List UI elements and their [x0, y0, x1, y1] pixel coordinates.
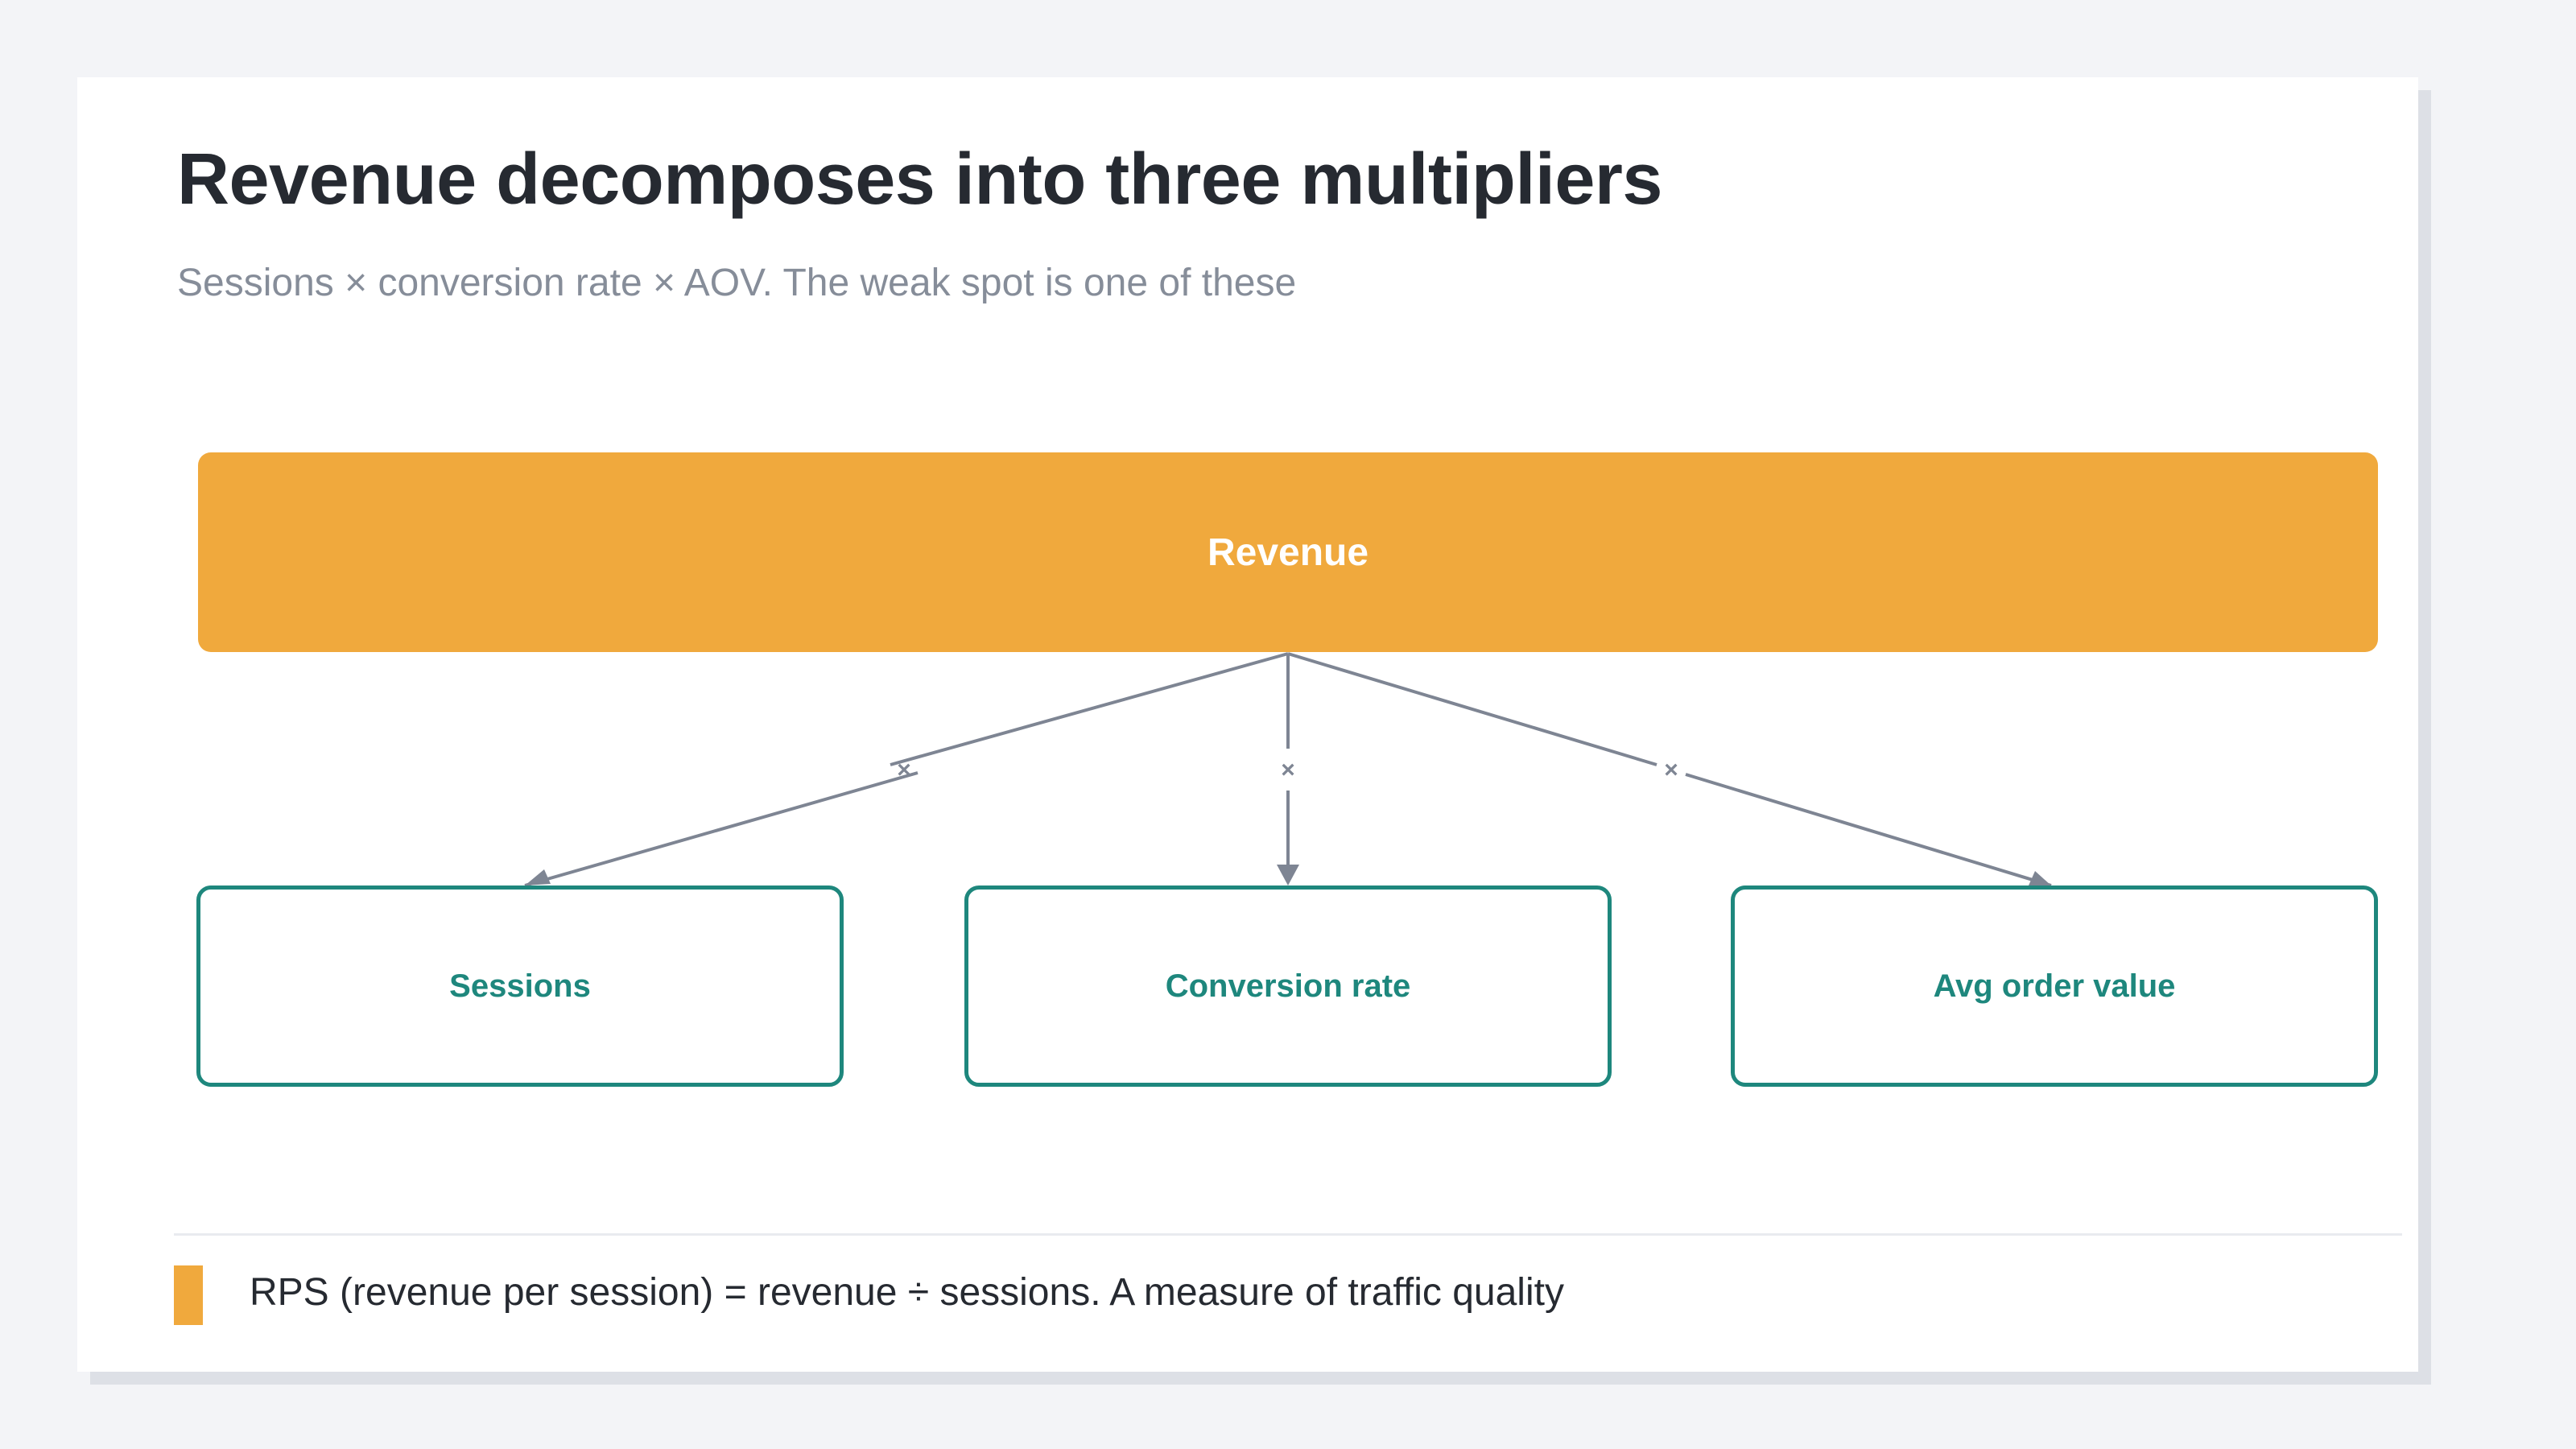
- sessions-node: Sessions: [196, 886, 844, 1087]
- connector-conversion-rate: ×: [1277, 654, 1299, 886]
- footer-accent-marker: [174, 1265, 203, 1325]
- conversion-rate-node: Conversion rate: [964, 886, 1612, 1087]
- slide-card: [77, 77, 2418, 1372]
- multiply-sign-conversion-rate: ×: [1281, 757, 1295, 783]
- conversion-rate-node-label: Conversion rate: [1165, 968, 1411, 1004]
- slide-title: Revenue decomposes into three multiplier…: [177, 139, 1662, 220]
- footer-note: RPS (revenue per session) = revenue ÷ se…: [250, 1271, 1564, 1314]
- revenue-node: Revenue: [198, 452, 2378, 652]
- slide-subtitle: Sessions × conversion rate × AOV. The we…: [177, 262, 1297, 304]
- multiply-sign-avg-order-value: ×: [1664, 757, 1678, 783]
- revenue-node-label: Revenue: [1207, 530, 1369, 574]
- avg-order-value-node: Avg order value: [1731, 886, 2378, 1087]
- connector-avg-order-value: ×: [1287, 652, 2052, 887]
- footer-divider: [174, 1233, 2402, 1236]
- sessions-node-label: Sessions: [449, 968, 591, 1004]
- avg-order-value-node-label: Avg order value: [1933, 968, 2176, 1004]
- connector-sessions: ×: [524, 652, 1289, 887]
- multiply-sign-sessions: ×: [897, 757, 911, 783]
